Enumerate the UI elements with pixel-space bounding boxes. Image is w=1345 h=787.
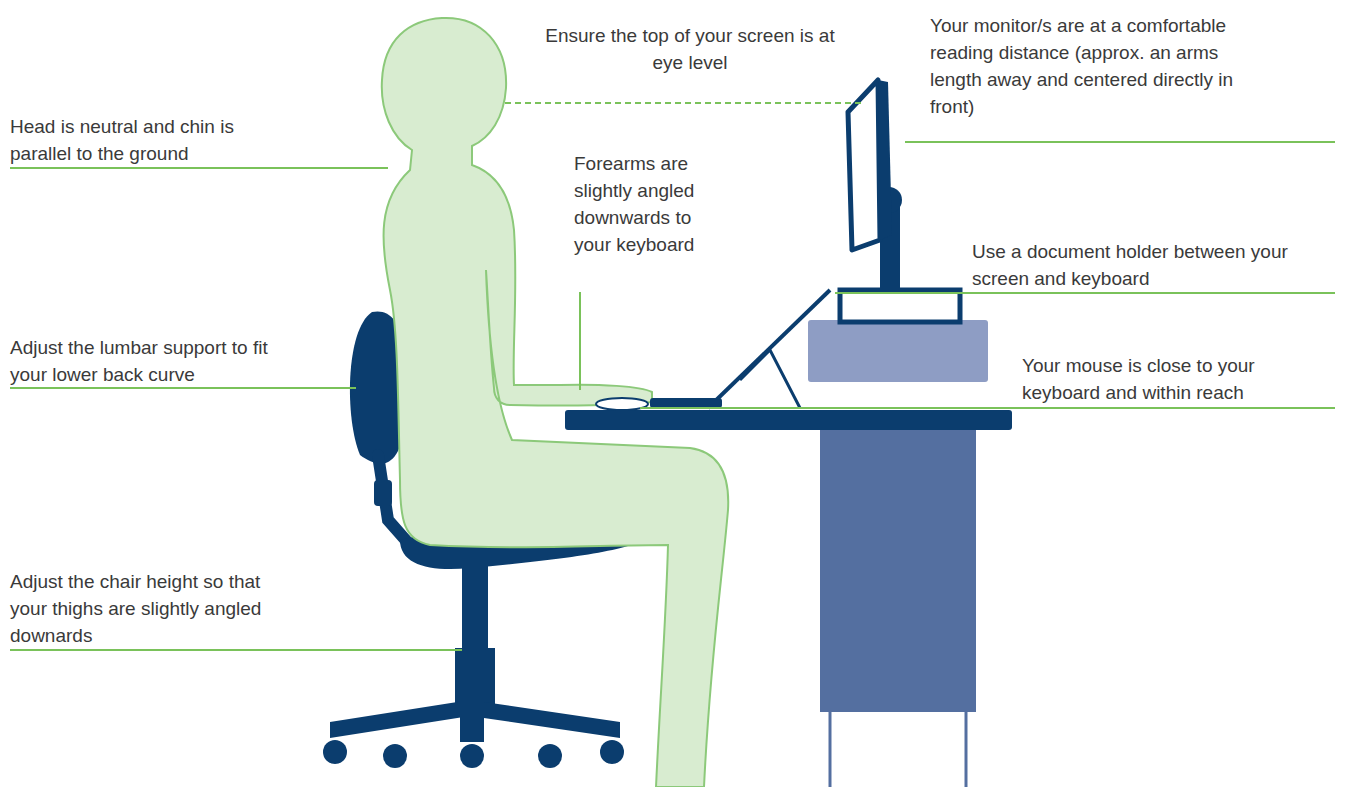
chair-cylinder <box>455 648 495 706</box>
annotation-label: Your monitor/s are at a comfortable read… <box>930 12 1275 120</box>
chair-wheel <box>600 740 624 764</box>
desk-top <box>565 410 1012 430</box>
chair-knob <box>374 480 392 506</box>
annotation-label: Forearms are slightly angled downwards t… <box>574 150 719 258</box>
annotation-label: Adjust the chair height so that your thi… <box>10 568 270 649</box>
monitor-foot <box>840 290 960 322</box>
seated-person <box>382 18 728 787</box>
chair-wheel <box>538 744 562 768</box>
chair-wheel <box>323 740 347 764</box>
leader-line <box>10 387 356 389</box>
annotation-label: Use a document holder between your scree… <box>972 238 1292 292</box>
annotation-label: Your mouse is close to your keyboard and… <box>1022 352 1312 406</box>
chair-wheel <box>460 744 484 768</box>
eye-level-line <box>505 102 862 104</box>
annotation-label: Ensure the top of your screen is at eye … <box>530 22 850 76</box>
monitor-riser <box>808 320 988 382</box>
desk-leg <box>829 712 832 787</box>
desk-pedestal <box>820 430 976 712</box>
chair-wheel <box>383 744 407 768</box>
leader-line <box>579 292 581 390</box>
leader-line <box>835 292 1335 294</box>
chair-column <box>462 565 488 650</box>
desk-leg <box>965 712 968 787</box>
keyboard <box>650 398 722 408</box>
chair-base-center <box>460 700 484 742</box>
document-holder <box>708 290 830 408</box>
monitor-screen <box>848 80 880 250</box>
leader-line <box>10 649 462 651</box>
monitor-back <box>878 80 892 240</box>
leader-line <box>905 141 1335 143</box>
annotation-label: Head is neutral and chin is parallel to … <box>10 113 260 167</box>
leader-line <box>640 407 1335 409</box>
annotation-label: Adjust the lumbar support to fit your lo… <box>10 334 290 388</box>
leader-line <box>10 167 388 169</box>
document-holder-stand <box>740 350 800 408</box>
